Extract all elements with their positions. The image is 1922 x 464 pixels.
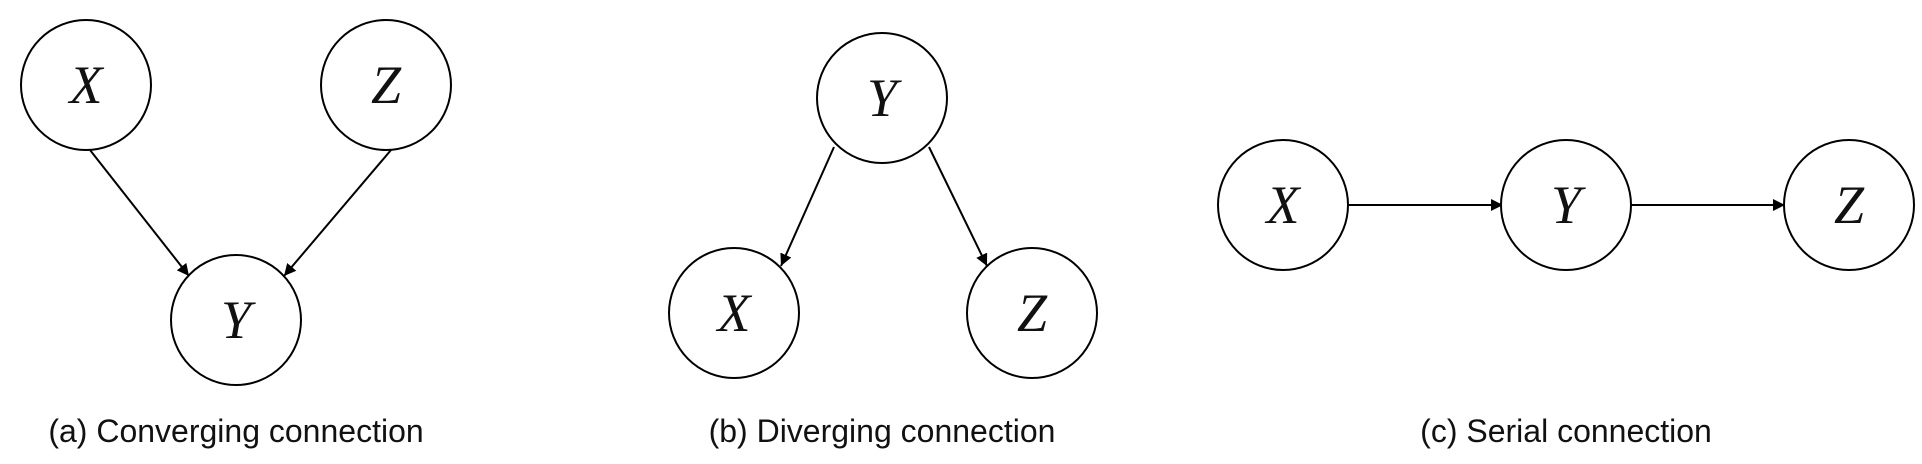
node-a-y-label: Y <box>221 290 256 350</box>
node-b-y-label: Y <box>867 68 902 128</box>
edge-a-x-to-y <box>89 149 190 277</box>
node-a-z: Z <box>320 19 452 151</box>
edge-b-y-to-x <box>780 146 835 267</box>
node-b-x-label: X <box>716 283 753 343</box>
panel-a-converging: X Z Y (a) Converging connection <box>20 19 452 449</box>
node-c-y: Y <box>1500 139 1632 271</box>
node-a-z-label: Z <box>371 55 402 115</box>
node-c-z-label: Z <box>1834 175 1865 235</box>
node-b-z-label: Z <box>1017 283 1048 343</box>
edge-a-z-to-y <box>283 149 392 277</box>
node-c-x: X <box>1217 139 1349 271</box>
node-b-z: Z <box>966 247 1098 379</box>
panel-b-diverging: Y X Z (b) Diverging connection <box>668 32 1098 449</box>
node-c-z: Z <box>1783 139 1915 271</box>
node-a-x: X <box>20 19 152 151</box>
node-b-x: X <box>668 247 800 379</box>
panel-c-serial: X Y Z (c) Serial connection <box>1217 139 1915 449</box>
caption-c: (c) Serial connection <box>1420 413 1712 449</box>
node-c-x-label: X <box>1265 175 1302 235</box>
node-c-y-label: Y <box>1551 175 1586 235</box>
node-a-y: Y <box>170 254 302 386</box>
node-a-x-label: X <box>68 55 105 115</box>
caption-b: (b) Diverging connection <box>709 413 1056 449</box>
edge-b-y-to-z <box>928 146 988 267</box>
caption-a: (a) Converging connection <box>48 413 423 449</box>
node-b-y: Y <box>816 32 948 164</box>
